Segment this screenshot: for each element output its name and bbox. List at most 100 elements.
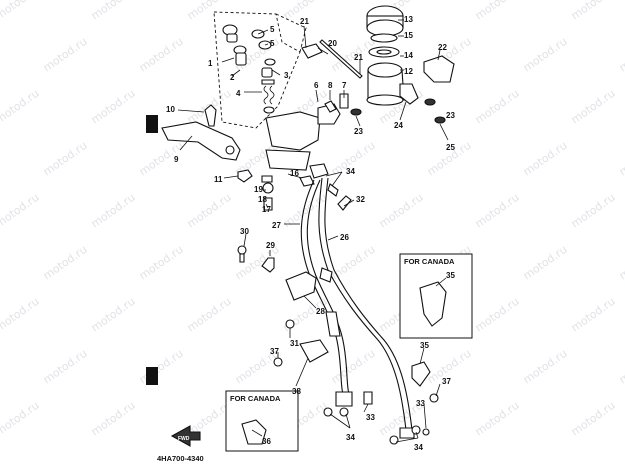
- watermark-layer: motod.ru motod.ru motod.ru motod.ru motod.ru…: [0, 0, 625, 438]
- watermark-text: motod.ru: [617, 347, 625, 387]
- watermark-text: motod.ru: [0, 399, 42, 439]
- watermark-text: motod.ru: [0, 87, 42, 127]
- callout-15: 15: [404, 31, 413, 40]
- watermark-text: motod.ru: [41, 35, 90, 75]
- guide-29: [261, 257, 275, 273]
- callout-18: 18: [258, 195, 267, 204]
- callout-21: 21: [300, 17, 309, 26]
- reservoir-bracket: [399, 83, 419, 105]
- master-cylinder-body: [265, 111, 321, 151]
- watermark-text: motod.ru: [41, 347, 90, 387]
- callout-8: 8: [328, 81, 333, 90]
- callout-38: 38: [292, 387, 301, 396]
- watermark-text: motod.ru: [329, 243, 378, 283]
- callout-37: 37: [270, 347, 279, 356]
- callout-numbers: 1 2 3 4 5 5 6 7 8 9 10 11 12 13 14 15 16…: [157, 15, 455, 463]
- diaphragm-plate: [370, 33, 398, 43]
- scan-mark-bottom: [146, 367, 158, 385]
- callout-37b: 37: [442, 377, 451, 386]
- callout-35: 35: [446, 271, 455, 280]
- callout-23b: 23: [446, 111, 455, 120]
- watermark-text: motod.ru: [617, 139, 625, 179]
- callout-7: 7: [342, 81, 347, 90]
- watermark-text: motod.ru: [521, 243, 570, 283]
- bracket-22: [423, 55, 455, 83]
- watermark-text: motod.ru: [41, 243, 90, 283]
- watermark-text: motod.ru: [473, 0, 522, 22]
- diagram-code: 4HA700-4340: [157, 454, 204, 463]
- callout-3: 3: [284, 71, 289, 80]
- watermark-text: motod.ru: [41, 139, 90, 179]
- watermark-text: motod.ru: [137, 347, 186, 387]
- watermark-text: motod.ru: [473, 191, 522, 231]
- watermark-text: motod.ru: [137, 35, 186, 75]
- watermark-text: motod.ru: [137, 243, 186, 283]
- callout-20: 20: [328, 39, 337, 48]
- brake-lever: [161, 121, 241, 161]
- callout-12: 12: [404, 67, 413, 76]
- callout-33: 33: [366, 413, 375, 422]
- callout-25: 25: [446, 143, 455, 152]
- watermark-text: motod.ru: [89, 0, 138, 22]
- callout-17: 17: [262, 205, 271, 214]
- callout-34: 34: [346, 167, 355, 176]
- watermark-text: motod.ru: [89, 399, 138, 439]
- callout-24: 24: [394, 121, 403, 130]
- callout-19: 19: [254, 185, 263, 194]
- watermark-text: motod.ru: [0, 295, 42, 335]
- watermark-text: motod.ru: [89, 191, 138, 231]
- callout-14: 14: [404, 51, 413, 60]
- callout-6: 6: [314, 81, 319, 90]
- for-canada-label-upper: FOR CANADA: [404, 257, 455, 266]
- pipe-clamp-21: [301, 43, 323, 59]
- watermark-text: motod.ru: [521, 347, 570, 387]
- callout-34c: 34: [414, 443, 423, 452]
- callout-9: 9: [174, 155, 179, 164]
- callout-29: 29: [266, 241, 275, 250]
- watermark-text: motod.ru: [0, 0, 42, 22]
- watermark-text: motod.ru: [185, 191, 234, 231]
- callout-10: 10: [166, 105, 175, 114]
- watermark-text: motod.ru: [569, 295, 618, 335]
- callout-31: 31: [290, 339, 299, 348]
- callout-5: 5: [270, 25, 275, 34]
- watermark-text: motod.ru: [569, 0, 618, 22]
- scan-mark-top: [146, 115, 158, 133]
- watermark-text: motod.ru: [185, 295, 234, 335]
- watermark-text: motod.ru: [569, 191, 618, 231]
- hose-26: [318, 177, 407, 431]
- callout-1: 1: [208, 59, 213, 68]
- watermark-text: motod.ru: [521, 35, 570, 75]
- kit-outline: [213, 11, 301, 129]
- bleeder-32: [337, 195, 352, 211]
- callout-16: 16: [290, 169, 299, 178]
- guide-28: [285, 271, 317, 301]
- callout-27: 27: [272, 221, 281, 230]
- watermark-text: motod.ru: [89, 87, 138, 127]
- watermark-text: motod.ru: [377, 191, 426, 231]
- watermark-text: motod.ru: [89, 295, 138, 335]
- watermark-text: motod.ru: [569, 399, 618, 439]
- watermark-text: motod.ru: [281, 191, 330, 231]
- hose-27: [300, 179, 345, 399]
- callout-23: 23: [354, 127, 363, 136]
- watermark-text: motod.ru: [569, 87, 618, 127]
- watermark-text: motod.ru: [473, 295, 522, 335]
- kit-outline-2: [275, 13, 307, 53]
- callout-34b: 34: [346, 433, 355, 442]
- callout-28: 28: [316, 307, 325, 316]
- watermark-text: motod.ru: [185, 0, 234, 22]
- callout-21b: 21: [354, 53, 363, 62]
- watermark-text: motod.ru: [617, 35, 625, 75]
- callout-32: 32: [356, 195, 365, 204]
- lever-bolt: [204, 104, 217, 127]
- watermark-text: motod.ru: [473, 87, 522, 127]
- callout-26: 26: [340, 233, 349, 242]
- callout-5b: 5: [270, 39, 275, 48]
- fwd-arrow: [170, 425, 201, 447]
- holder-clamp: [265, 149, 311, 171]
- watermark-text: motod.ru: [329, 347, 378, 387]
- lever-nut: [237, 169, 253, 183]
- watermark-text: motod.ru: [521, 139, 570, 179]
